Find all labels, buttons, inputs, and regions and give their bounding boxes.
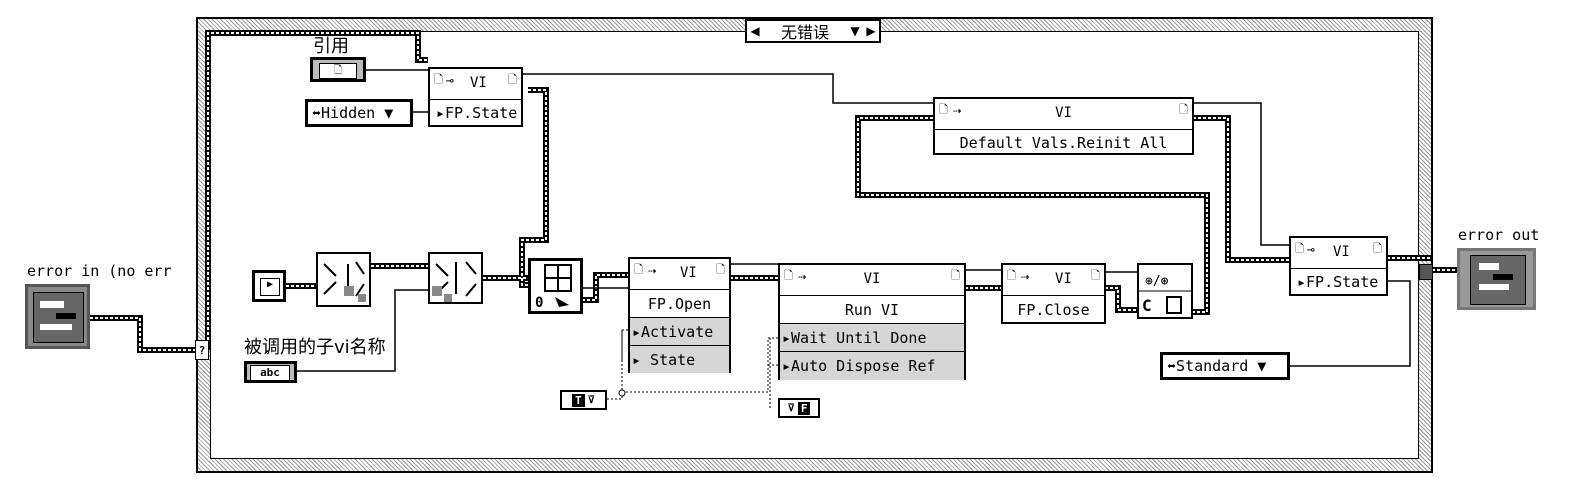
- doc-icon: 🗋: [1373, 242, 1382, 255]
- standard-ring-constant[interactable]: ⬌Standard ▼: [1160, 352, 1290, 380]
- fp-state-row[interactable]: ▸FP.State: [430, 99, 521, 127]
- error-in-label: error in (no err: [27, 262, 172, 280]
- node-class: VI: [1055, 105, 1072, 121]
- fp-close-method[interactable]: FP.Close: [1003, 295, 1104, 324]
- svg-text:0: 0: [535, 295, 543, 311]
- selector-left-arrow[interactable]: ◀: [750, 24, 760, 38]
- node-class: VI: [863, 271, 881, 287]
- node-class: VI: [470, 75, 487, 91]
- string-name-wire: [297, 289, 430, 372]
- error-out-cluster-icon[interactable]: [1457, 248, 1536, 310]
- invoke-arrow-icon: ⇢: [953, 103, 962, 119]
- node-class: VI: [1055, 271, 1072, 287]
- current-vi-path-icon[interactable]: ▶: [252, 270, 286, 302]
- true-wire: [607, 329, 630, 400]
- doc-icon: 🗋: [634, 263, 643, 276]
- auto-dispose-ref-param[interactable]: ▸Auto Dispose Ref: [780, 351, 964, 380]
- case-selector[interactable]: ◀ 无错误 ▼ ▶: [745, 19, 881, 43]
- error-wire-in: [90, 315, 196, 353]
- property-key-icon: ⊸: [1307, 243, 1315, 258]
- property-key-icon: ⊸: [446, 74, 454, 89]
- fp-state-property-node-1[interactable]: 🗋 ⊸ VI 🗋 ▸FP.State: [428, 67, 523, 127]
- invoke-arrow-icon: ⇢: [798, 269, 807, 285]
- doc-icon: 🗋: [434, 73, 443, 86]
- doc-icon: 🗋: [1007, 269, 1016, 282]
- string-glyph: abc: [250, 365, 290, 381]
- node-class: VI: [680, 265, 697, 281]
- cluster-wires-outer: [90, 30, 1462, 353]
- error-wire-close-to-closeref: [1105, 285, 1137, 313]
- error-out-tunnel[interactable]: [1419, 264, 1433, 280]
- default-vals-invoke-node[interactable]: 🗋 ⇢ VI 🗋 Default Vals.Reinit All: [933, 97, 1194, 155]
- run-vi-method[interactable]: Run VI: [780, 295, 964, 323]
- selector-value: 无错误: [780, 23, 829, 42]
- open-vi-reference-icon[interactable]: 0: [528, 258, 583, 314]
- doc-icon: 🗋: [1091, 269, 1100, 282]
- build-path-icon[interactable]: [428, 252, 483, 304]
- doc-icon: 🗋: [1295, 242, 1304, 255]
- refnum-wires: [297, 69, 1411, 372]
- svg-text:⊛/⊛: ⊛/⊛: [1145, 274, 1169, 289]
- invoke-arrow-icon: ⇢: [648, 263, 657, 279]
- fp-state-row[interactable]: ▸FP.State: [1291, 268, 1386, 296]
- ref-wire-2: [522, 73, 933, 104]
- doc-icon: 🗋: [716, 263, 725, 276]
- fp-state-property-node-2[interactable]: 🗋 ⊸ VI 🗋 ▸FP.State: [1289, 236, 1388, 296]
- error-tunnel[interactable]: ?: [195, 340, 209, 360]
- close-reference-icon[interactable]: ⊛/⊛ C: [1137, 263, 1193, 319]
- fp-open-method[interactable]: FP.Open: [630, 289, 729, 317]
- true-constant[interactable]: T⊽: [560, 390, 607, 410]
- default-vals-method[interactable]: Default Vals.Reinit All: [935, 129, 1192, 155]
- subvi-name-control[interactable]: abc: [244, 361, 297, 383]
- doc-icon: 🗋: [508, 73, 517, 86]
- strip-path-icon[interactable]: [316, 252, 371, 307]
- close-ref-glyph: C: [1142, 296, 1152, 315]
- selector-dropdown[interactable]: ▼: [850, 24, 860, 38]
- false-constant[interactable]: ⊽F: [778, 398, 820, 418]
- error-wire-state1-to-build: [519, 87, 549, 288]
- cluster-wires-inner: [90, 32, 1462, 351]
- activate-param[interactable]: ▸Activate: [630, 317, 729, 345]
- error-out-label: error out: [1458, 226, 1540, 244]
- wait-until-done-param[interactable]: ▸Wait Until Done: [780, 323, 964, 351]
- reference-control[interactable]: 🗋: [310, 57, 366, 82]
- boolean-wires: [607, 329, 778, 408]
- reference-glyph-icon: 🗋: [319, 63, 357, 79]
- node-class: VI: [1333, 244, 1350, 260]
- file-path-icon: ▶: [260, 278, 280, 296]
- standard-wire: [1290, 280, 1411, 367]
- doc-icon: 🗋: [1179, 103, 1188, 116]
- selector-right-arrow[interactable]: ▶: [866, 24, 876, 38]
- hidden-ring-constant[interactable]: ⬌Hidden ▼: [305, 99, 413, 127]
- error-in-cluster-icon[interactable]: [25, 284, 90, 349]
- fp-close-invoke-node[interactable]: 🗋 ⇢ VI 🗋 FP.Close: [1001, 263, 1106, 324]
- doc-icon: 🗋: [951, 269, 960, 282]
- subvi-name-label: 被调用的子vi名称: [244, 337, 386, 358]
- doc-icon: 🗋: [784, 269, 793, 282]
- wire-junction: [618, 389, 626, 397]
- fp-open-invoke-node[interactable]: 🗋 ⇢ VI 🗋 FP.Open ▸Activate ▸ State: [628, 257, 731, 373]
- state-param[interactable]: ▸ State: [630, 345, 729, 373]
- reference-label: 引用: [313, 36, 349, 57]
- invoke-arrow-icon: ⇢: [1021, 269, 1030, 285]
- run-vi-invoke-node[interactable]: 🗋 ⇢ VI 🗋 Run VI ▸Wait Until Done ▸Auto D…: [778, 263, 966, 380]
- doc-icon: 🗋: [939, 103, 948, 116]
- ref-wire-3: [1193, 102, 1289, 246]
